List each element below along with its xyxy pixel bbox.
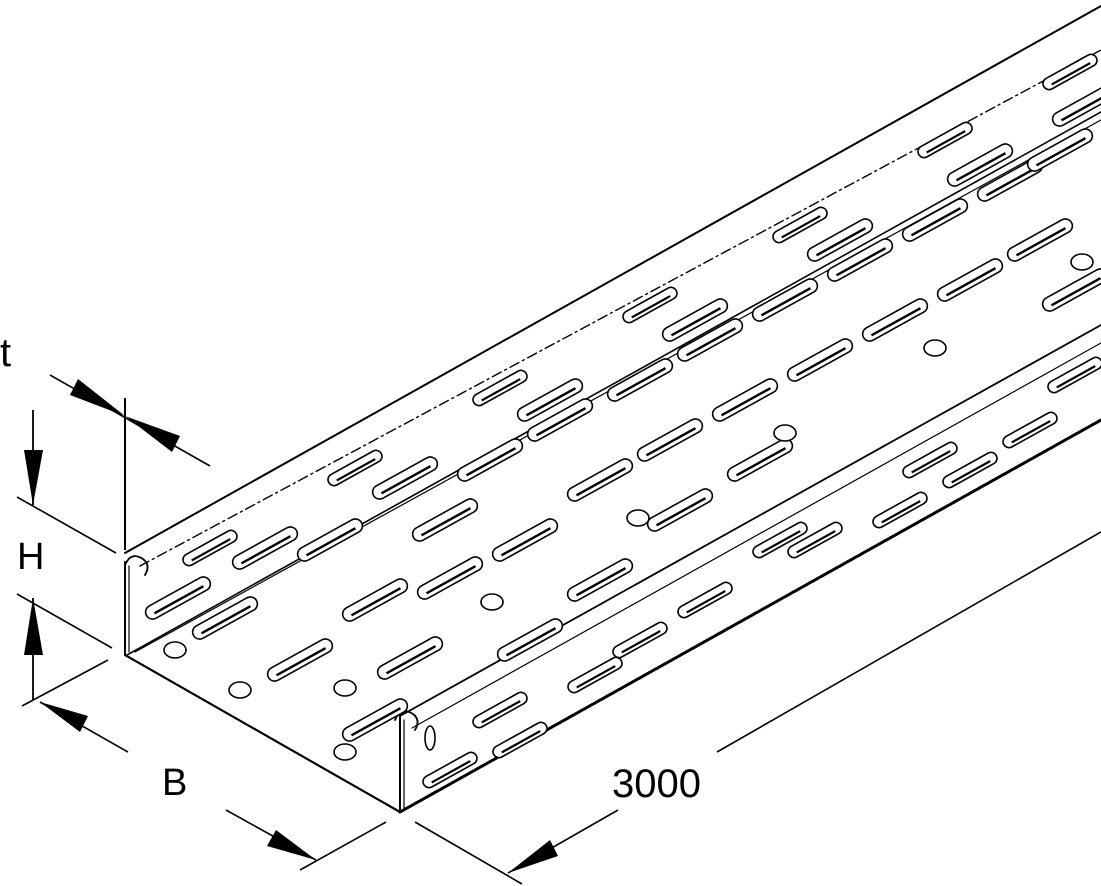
dimension-label-width: B xyxy=(162,762,188,804)
tray-body xyxy=(123,5,1101,814)
dimension-label-thickness: t xyxy=(0,331,12,375)
arrow-t-1 xyxy=(70,379,125,416)
arrow-h-bottom xyxy=(24,598,43,655)
arrow-b-left xyxy=(40,702,88,732)
floor-slots xyxy=(163,125,1101,761)
arrow-h-top xyxy=(24,450,43,505)
right-wall-slots xyxy=(419,354,1101,791)
dimension-label-height: H xyxy=(17,536,45,578)
arrow-b-right xyxy=(267,830,316,860)
arrow-t-2 xyxy=(125,416,180,452)
arrow-length xyxy=(508,840,558,873)
left-wall-slots xyxy=(141,51,1101,623)
dimension-lines xyxy=(16,374,1101,885)
dimension-label-length: 3000 xyxy=(612,762,701,806)
